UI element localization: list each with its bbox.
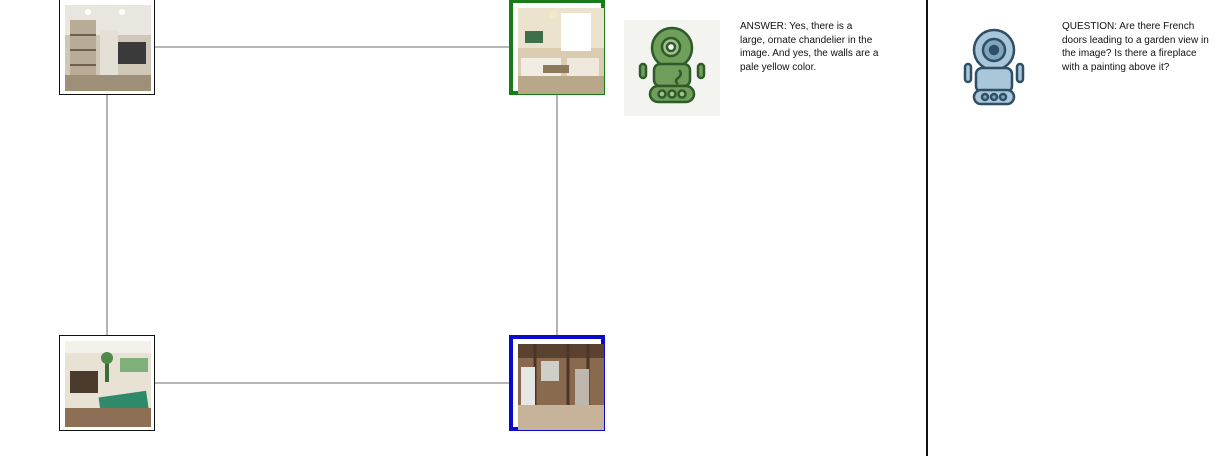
node-workshop[interactable] xyxy=(59,0,155,95)
graph-edges xyxy=(106,46,558,384)
workshop-thumbnail xyxy=(65,5,151,91)
question-text: QUESTION: Are there French doors leading… xyxy=(1062,21,1209,73)
node-living-room[interactable] xyxy=(509,0,605,95)
node-basement[interactable] xyxy=(509,335,605,431)
answer-text: ANSWER: Yes, there is a large, ornate ch… xyxy=(740,21,879,73)
living-room-thumbnail xyxy=(518,8,604,94)
question-robot-panel xyxy=(946,20,1042,116)
billiard-room-thumbnail xyxy=(65,341,151,427)
green-robot-icon xyxy=(624,20,720,116)
scene-graph xyxy=(106,46,558,384)
basement-thumbnail xyxy=(518,344,604,430)
node-billiard-room[interactable] xyxy=(59,335,155,431)
answer-robot-panel xyxy=(624,20,720,116)
blue-robot-icon xyxy=(963,28,1025,106)
panel-divider xyxy=(926,0,928,456)
